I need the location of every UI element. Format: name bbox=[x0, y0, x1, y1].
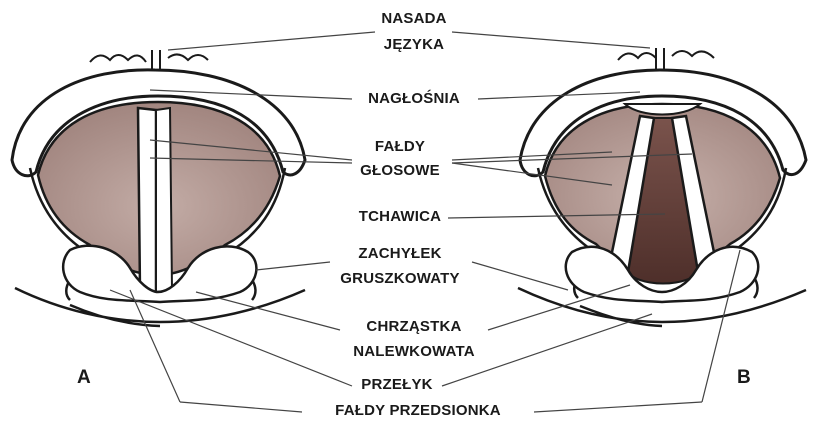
larynx-view-b bbox=[518, 48, 806, 326]
label-zachylek-line1: ZACHYŁEK bbox=[358, 245, 441, 263]
label-chrzastka-line2: NALEWKOWATA bbox=[353, 343, 475, 361]
label-przedsionek: FAŁDY PRZEDSIONKA bbox=[335, 402, 501, 420]
label-nasada-line2: JĘZYKA bbox=[384, 36, 444, 54]
panel-label-a: A bbox=[77, 367, 91, 388]
label-faldy-line2: GŁOSOWE bbox=[360, 162, 440, 180]
vocal-fold-left-a bbox=[138, 108, 156, 292]
label-naglosnia: NAGŁOŚNIA bbox=[368, 90, 460, 108]
label-faldy-line1: FAŁDY bbox=[375, 138, 425, 156]
label-nasada-line1: NASADA bbox=[381, 10, 446, 28]
label-zachylek-line2: GRUSZKOWATY bbox=[340, 270, 459, 288]
vocal-fold-right-a bbox=[156, 108, 172, 292]
label-chrzastka-line1: CHRZĄSTKA bbox=[366, 318, 461, 336]
label-przelyk: PRZEŁYK bbox=[361, 376, 432, 394]
panel-label-b: B bbox=[737, 367, 751, 388]
label-tchawica: TCHAWICA bbox=[359, 208, 441, 226]
larynx-view-a bbox=[12, 50, 305, 326]
